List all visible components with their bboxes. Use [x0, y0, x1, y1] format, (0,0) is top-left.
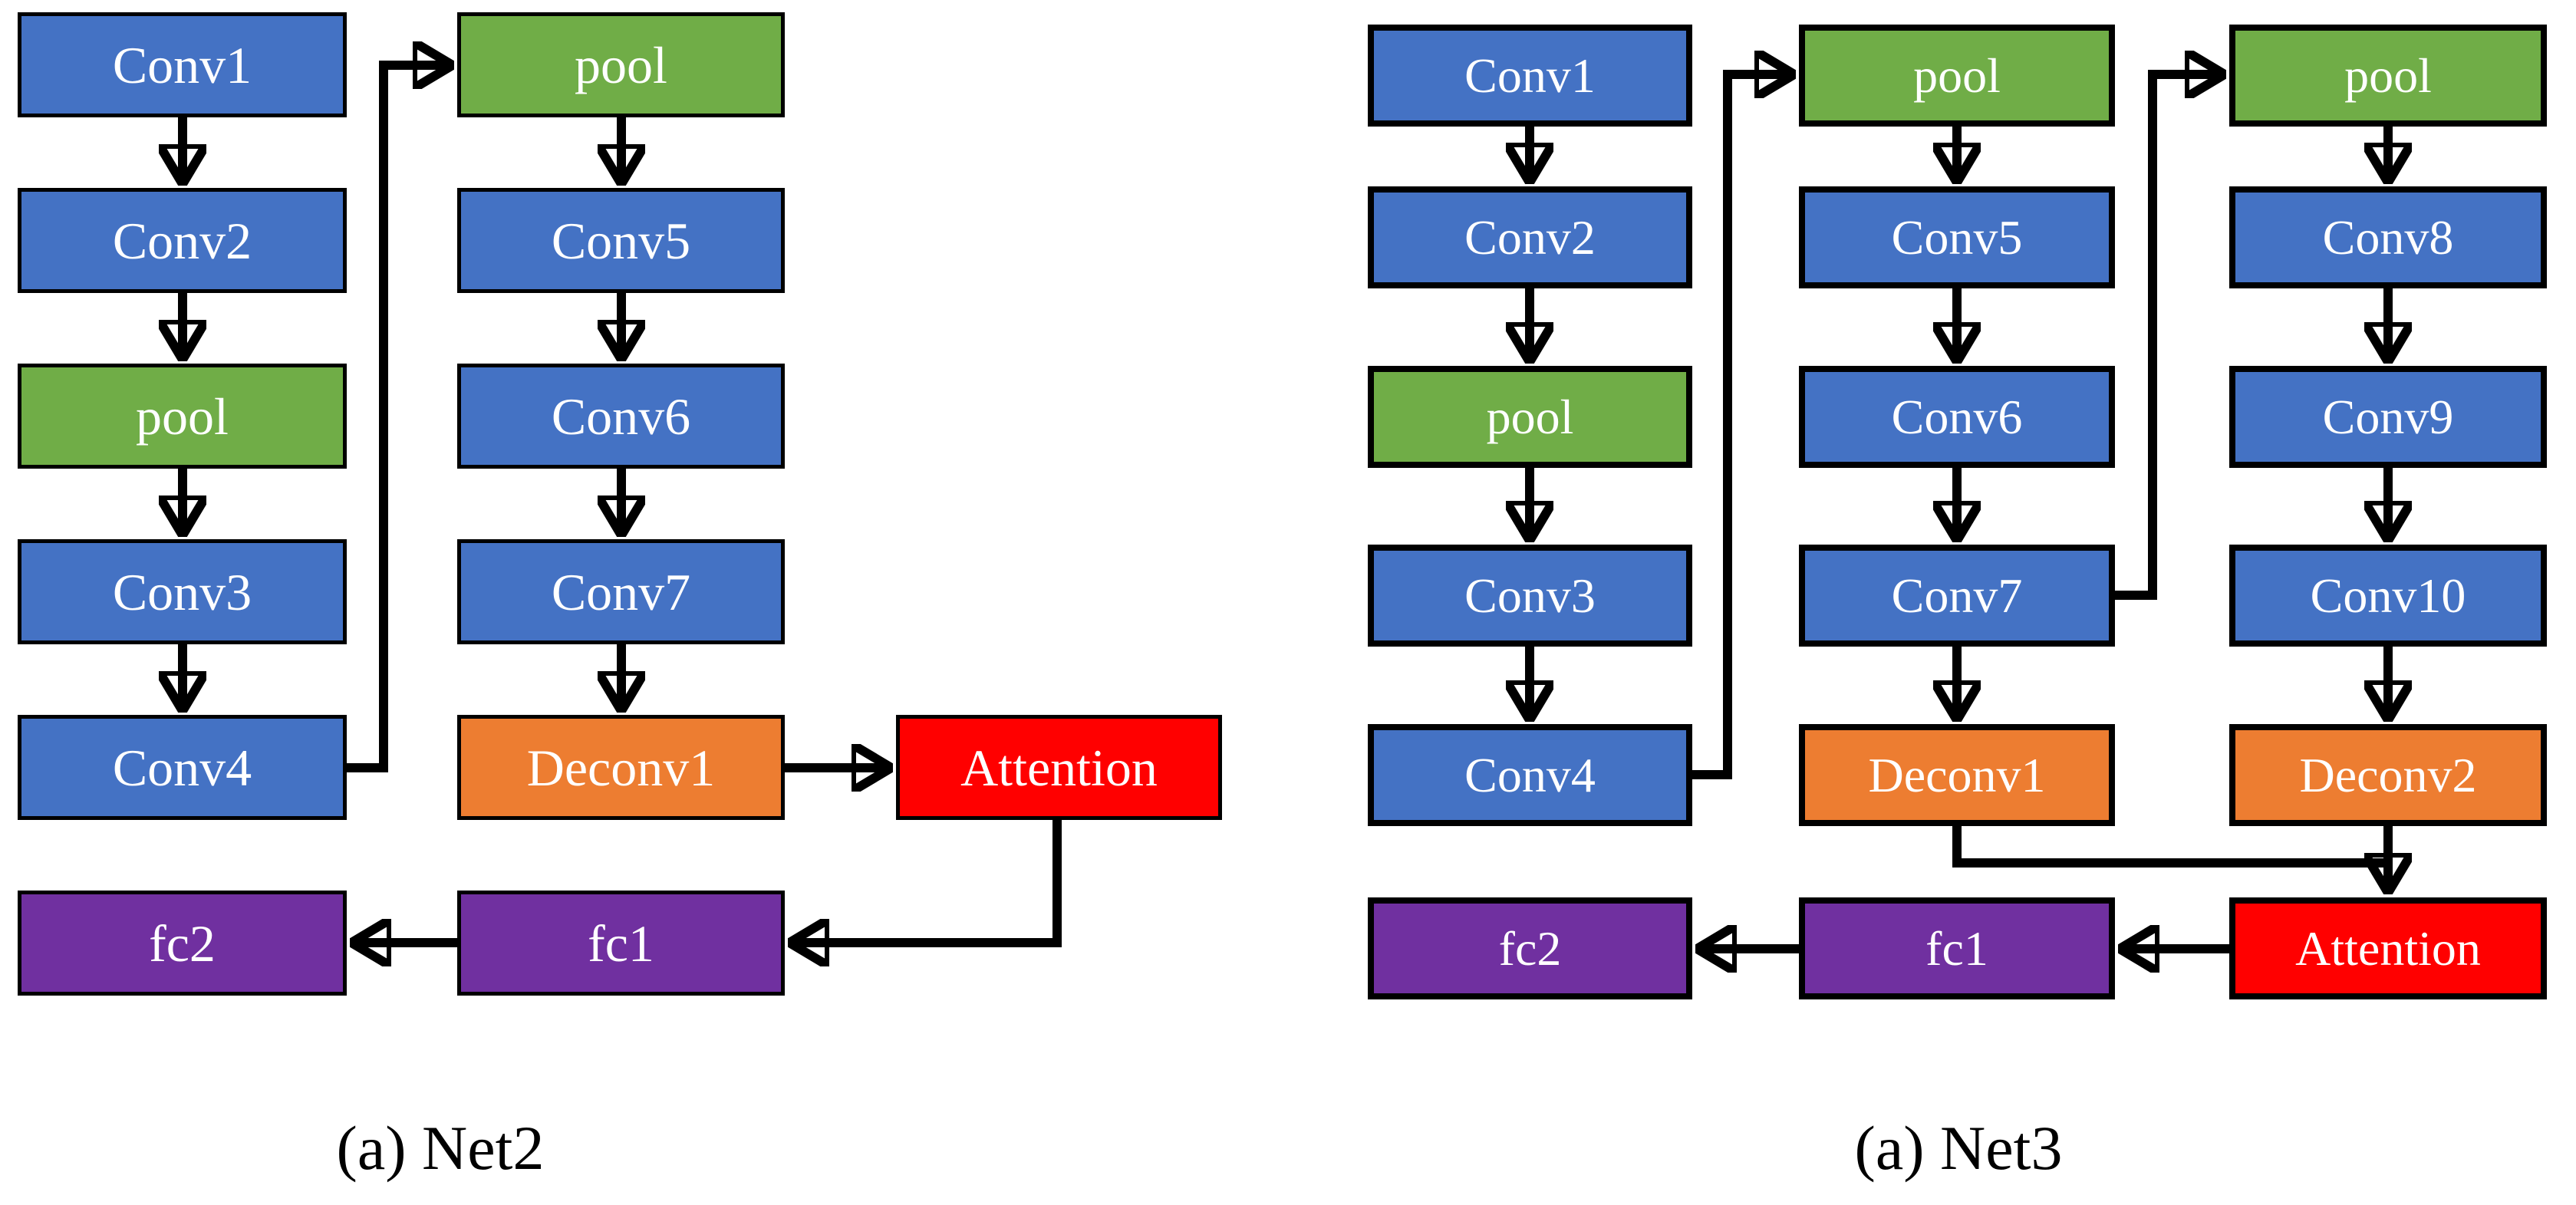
node-conv10: Conv10 — [2229, 545, 2547, 647]
node-conv7: Conv7 — [457, 539, 785, 644]
connector-net2-attention-fc1 — [789, 820, 1062, 943]
node-conv6: Conv6 — [457, 364, 785, 469]
node-conv1: Conv1 — [18, 12, 347, 117]
node-fc2: fc2 — [1368, 897, 1692, 999]
caption-net3: (a) Net3 — [1854, 1113, 2063, 1183]
node-deconv1: Deconv1 — [1799, 724, 2115, 826]
node-conv2: Conv2 — [18, 188, 347, 293]
node-conv6: Conv6 — [1799, 366, 2115, 468]
node-conv5: Conv5 — [457, 188, 785, 293]
node-pool-col2: pool — [457, 12, 785, 117]
connector-net2-conv4-poolb — [347, 65, 453, 772]
node-conv9: Conv9 — [2229, 366, 2547, 468]
node-conv2: Conv2 — [1368, 186, 1692, 288]
node-fc1: fc1 — [457, 891, 785, 996]
node-conv8: Conv8 — [2229, 186, 2547, 288]
node-attention: Attention — [2229, 897, 2547, 999]
node-conv5: Conv5 — [1799, 186, 2115, 288]
node-deconv1: Deconv1 — [457, 715, 785, 820]
connector-net3-deconv1-attention — [1952, 826, 2388, 868]
connector-net3-conv4-poolb — [1692, 74, 1794, 779]
node-conv3: Conv3 — [1368, 545, 1692, 647]
caption-net2: (a) Net2 — [336, 1113, 545, 1183]
node-attention: Attention — [896, 715, 1222, 820]
node-conv4: Conv4 — [1368, 724, 1692, 826]
node-pool-col3: pool — [2229, 25, 2547, 127]
connector-net3-conv7-poolc — [2115, 74, 2225, 600]
node-conv7: Conv7 — [1799, 545, 2115, 647]
node-pool-col2: pool — [1799, 25, 2115, 127]
node-conv3: Conv3 — [18, 539, 347, 644]
node-conv1: Conv1 — [1368, 25, 1692, 127]
node-fc2: fc2 — [18, 891, 347, 996]
node-fc1: fc1 — [1799, 897, 2115, 999]
node-pool-col1: pool — [18, 364, 347, 469]
node-conv4: Conv4 — [18, 715, 347, 820]
node-deconv2: Deconv2 — [2229, 724, 2547, 826]
node-pool-col1: pool — [1368, 366, 1692, 468]
